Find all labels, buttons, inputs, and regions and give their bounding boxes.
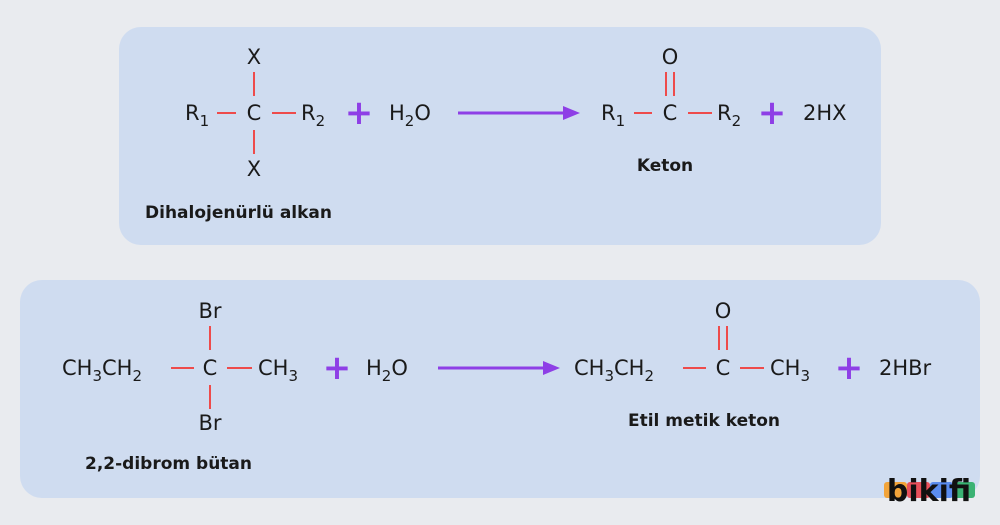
- logo-underline-2: [907, 482, 930, 498]
- plus-sign: +: [323, 348, 352, 388]
- reactant-dibromobutane: Br CH3CH2 C CH3 Br: [62, 299, 298, 435]
- carbon-center: C: [247, 101, 262, 125]
- substituent-br-bottom: Br: [198, 411, 221, 435]
- group-r1: R1: [185, 101, 209, 130]
- logo-underline-3: [930, 482, 953, 498]
- group-methyl: CH3: [770, 356, 810, 385]
- group-ethyl: CH3CH2: [62, 356, 142, 385]
- plus-sign: +: [835, 348, 864, 388]
- carbon-center: C: [716, 356, 731, 380]
- oxygen-atom: O: [662, 45, 679, 69]
- byproduct-formula: 2HBr: [879, 356, 932, 380]
- brand-logo: bikifi: [884, 474, 975, 509]
- reaction-arrow: [438, 361, 560, 375]
- group-r2: R2: [301, 101, 325, 130]
- panel-reaction-2: [20, 280, 980, 498]
- water-formula: H2O: [366, 356, 408, 385]
- reactant-label: 2,2-dibrom bütan: [85, 454, 252, 474]
- product-label: Keton: [637, 156, 693, 176]
- group-r1: R1: [601, 101, 625, 130]
- reactant-label: Dihalojenürlü alkan: [145, 203, 332, 223]
- plus-sign: +: [758, 93, 787, 133]
- plus-sign: +: [345, 93, 374, 133]
- substituent-br-top: Br: [198, 299, 221, 323]
- substituent-x-top: X: [247, 45, 261, 69]
- byproduct-formula: 2HX: [803, 101, 847, 125]
- reactant-dihaloalkane: X R1 C R2 X: [185, 45, 325, 181]
- logo-underline-1: [884, 482, 907, 498]
- product-ethyl-methyl-ketone: O CH3CH2 C CH3: [574, 299, 810, 385]
- group-methyl: CH3: [258, 356, 298, 385]
- panel-reaction-1: [119, 27, 881, 245]
- carbon-center: C: [203, 356, 218, 380]
- reaction-arrow: [458, 106, 580, 120]
- group-ethyl: CH3CH2: [574, 356, 654, 385]
- logo-underline-4: [953, 482, 975, 498]
- carbon-center: C: [663, 101, 678, 125]
- group-r2: R2: [717, 101, 741, 130]
- product-ketone: O R1 C R2: [601, 45, 741, 130]
- oxygen-atom: O: [715, 299, 732, 323]
- reaction-2: Br CH3CH2 C CH3 Br + H2O O CH3CH2 C CH3 …: [62, 299, 932, 474]
- product-label: Etil metik keton: [628, 411, 780, 431]
- water-formula: H2O: [389, 101, 431, 130]
- logo-text: bikifi: [887, 474, 971, 509]
- reaction-1: X R1 C R2 X + H2O O R1 C R2 + 2HX: [145, 45, 847, 223]
- substituent-x-bottom: X: [247, 157, 261, 181]
